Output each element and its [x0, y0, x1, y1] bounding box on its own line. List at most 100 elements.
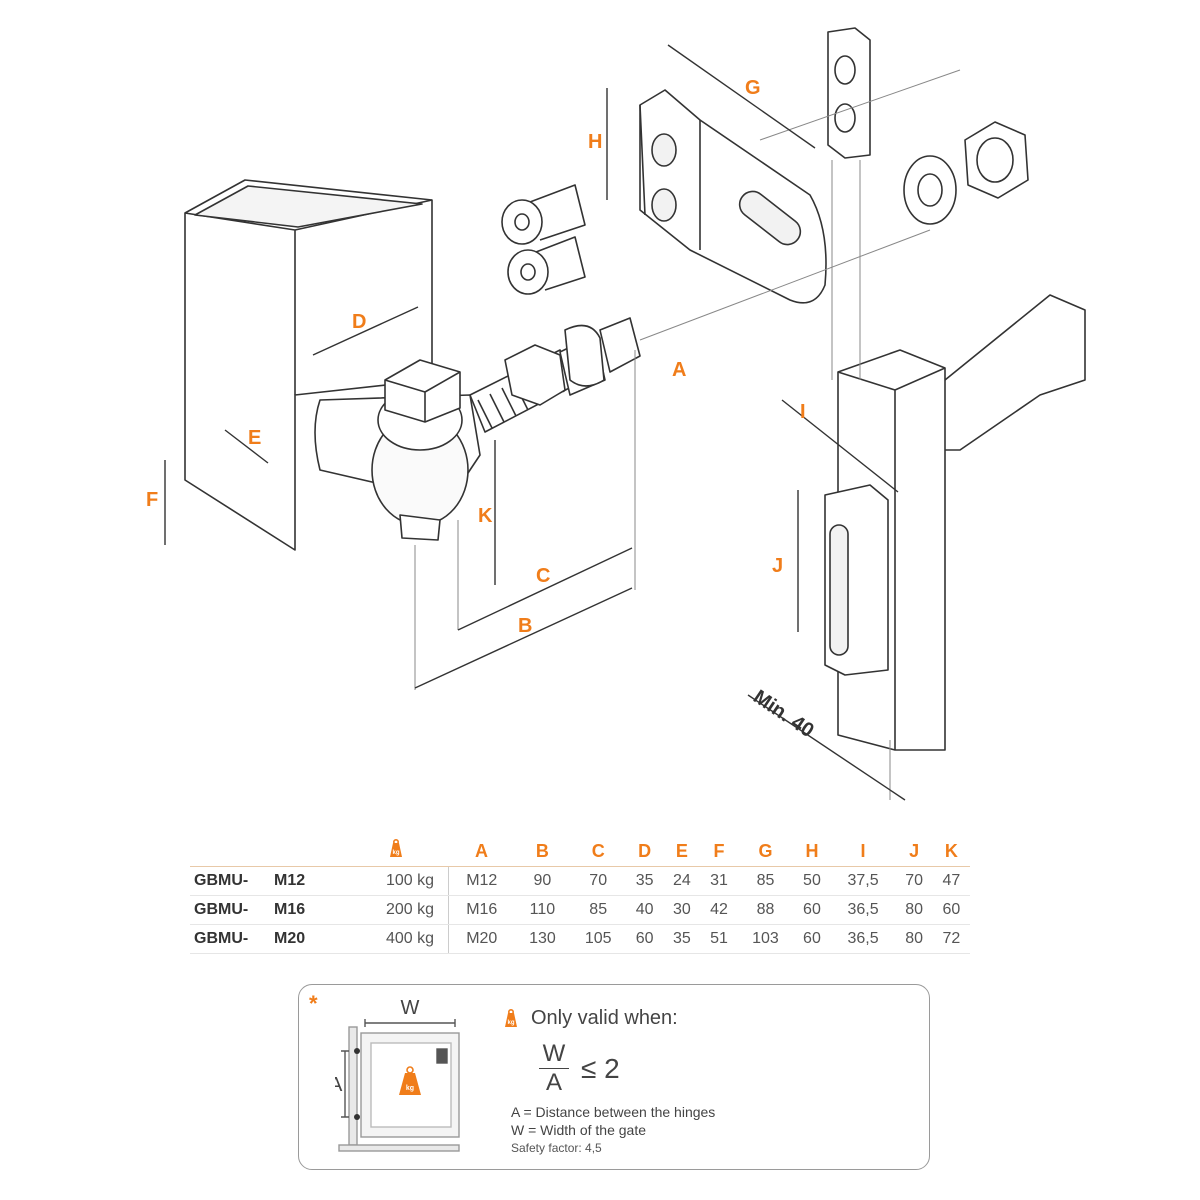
threaded-bolt [469, 317, 641, 433]
safety-factor: Safety factor: 4,5 [511, 1141, 602, 1155]
table-row: GBMU- M12 100 kg M12 90 70 35 24 31 85 5… [190, 866, 970, 896]
row-size: M12 [274, 866, 344, 896]
svg-text:kg: kg [406, 1085, 414, 1092]
col-k: K [932, 836, 970, 867]
svg-text:kg: kg [393, 850, 400, 856]
hinge-plate [639, 89, 827, 304]
spec-header-row: kg A B C D E F G H I J K [190, 836, 970, 867]
legend-line-w: W = Width of the gate [511, 1122, 647, 1138]
hinge-bracket [314, 359, 481, 541]
cell: 130 [514, 924, 571, 954]
svg-text:kg: kg [507, 1020, 514, 1026]
row-size: M20 [274, 924, 344, 954]
weight-kg-icon: kg [344, 836, 449, 867]
col-c: C [570, 836, 627, 867]
valid-when-line: kg Only valid when: [501, 1007, 678, 1030]
left-post [184, 179, 433, 551]
cell: 31 [700, 866, 738, 896]
cell: 36,5 [830, 895, 896, 925]
dim-label-a: A [672, 359, 686, 381]
cell: 35 [663, 924, 701, 954]
dim-label-c: C [536, 565, 550, 587]
dim-label-b: B [518, 615, 532, 637]
cell: 36,5 [830, 924, 896, 954]
table-row: GBMU- M20 400 kg M20 130 105 60 35 51 10… [190, 924, 970, 954]
formula-numerator: W [542, 1040, 566, 1067]
cell: 60 [932, 895, 970, 925]
gate-width-label: W [401, 997, 420, 1019]
cell: 88 [737, 895, 794, 925]
hex-nut [964, 121, 1029, 199]
col-i: I [830, 836, 896, 867]
spec-table: kg A B C D E F G H I J K GBMU- M12 100 k… [190, 836, 970, 954]
nut-plate [827, 27, 871, 159]
col-f: F [700, 836, 738, 867]
gate-frame [824, 294, 1086, 751]
col-d: D [626, 836, 664, 867]
note-asterisk: * [309, 991, 318, 1016]
cell: 103 [737, 924, 794, 954]
formula-relation: ≤ 2 [581, 1052, 620, 1084]
formula-legend: A = Distance between the hinges W = Widt… [511, 1103, 715, 1157]
cell: 85 [737, 866, 794, 896]
row-load: 100 kg [344, 866, 449, 896]
dim-label-h: H [588, 131, 602, 153]
row-load: 400 kg [344, 924, 449, 954]
col-e: E [663, 836, 701, 867]
weight-kg-icon: kg [505, 1008, 517, 1027]
cell: 60 [626, 924, 664, 954]
gate-hinge-distance-label: A [335, 1074, 343, 1096]
table-row: GBMU- M16 200 kg M16 110 85 40 30 42 88 … [190, 895, 970, 925]
cell: 72 [932, 924, 970, 954]
cell: M20 [448, 924, 515, 954]
cell: 42 [700, 895, 738, 925]
cell: 24 [663, 866, 701, 896]
col-a: A [448, 836, 515, 867]
cell: 60 [793, 895, 831, 925]
validity-note-box: * W A kg kg Only valid when: W [298, 984, 930, 1170]
cell: 105 [570, 924, 627, 954]
dim-label-f: F [146, 489, 158, 511]
cell: 35 [626, 866, 664, 896]
dim-label-j: J [772, 555, 783, 577]
col-h: H [793, 836, 831, 867]
cell: 80 [895, 924, 933, 954]
col-j: J [895, 836, 933, 867]
cell: 47 [932, 866, 970, 896]
washer [903, 155, 957, 225]
cell: 37,5 [830, 866, 896, 896]
dim-label-e: E [248, 427, 261, 449]
cell: 70 [570, 866, 627, 896]
cell: 30 [663, 895, 701, 925]
cell: 50 [793, 866, 831, 896]
dim-label-i: I [800, 401, 806, 423]
formula-denominator: A [545, 1069, 562, 1096]
cell: M16 [448, 895, 515, 925]
cell: 60 [793, 924, 831, 954]
cell: 90 [514, 866, 571, 896]
weight-kg-icon: kg [399, 1066, 421, 1095]
legend-line-a: A = Distance between the hinges [511, 1104, 716, 1120]
cell: M12 [448, 866, 515, 896]
cell: 40 [626, 895, 664, 925]
dim-label-d: D [352, 311, 366, 333]
hinge-exploded-drawing: A B C D E F G H I J K Min. 40 [146, 27, 1086, 801]
row-code: GBMU- [190, 895, 274, 925]
cell: 70 [895, 866, 933, 896]
dim-label-g: G [745, 77, 761, 99]
row-load: 200 kg [344, 895, 449, 925]
row-code: GBMU- [190, 866, 274, 896]
cell: 51 [700, 924, 738, 954]
min-40-label: Min. 40 [749, 686, 818, 742]
row-code: GBMU- [190, 924, 274, 954]
cell: 80 [895, 895, 933, 925]
col-g: G [737, 836, 794, 867]
ratio-formula: W A ≤ 2 [539, 1041, 620, 1096]
cell: 85 [570, 895, 627, 925]
dim-label-k: K [478, 505, 493, 527]
gate-diagram: W A kg [335, 997, 460, 1152]
valid-when-text: Only valid when: [531, 1007, 678, 1029]
col-b: B [514, 836, 571, 867]
row-size: M16 [274, 895, 344, 925]
socket-screws [501, 184, 586, 295]
